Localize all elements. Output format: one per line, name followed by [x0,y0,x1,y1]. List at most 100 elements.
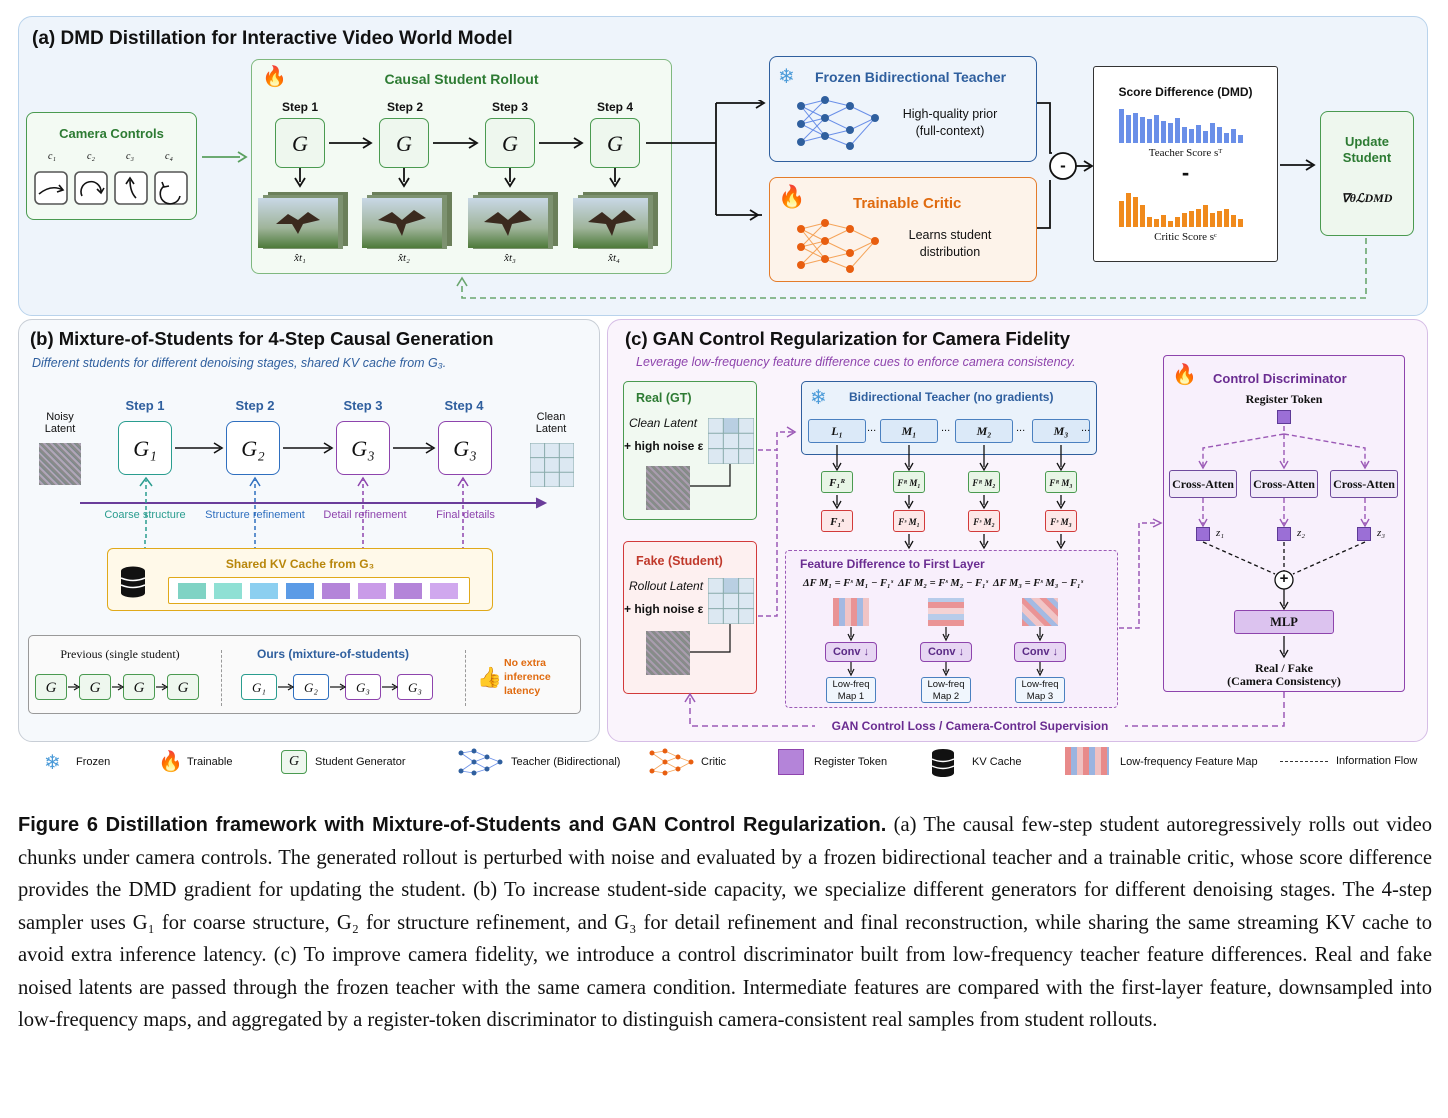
clean-latent-label: Clean Latent [535,411,567,435]
feat-fake-4: Fˢ M₃ [1045,510,1077,532]
critic-score-bar [1126,193,1131,227]
legend-student: Student Generator [315,756,406,768]
divider-1 [221,650,222,706]
critic-score-bar [1238,219,1243,227]
ellipsis-3: ... [1016,422,1026,434]
score-bars [1119,109,1243,227]
b-step-2: Step 2 [235,398,275,413]
caption-text: (a) The causal few-step student autoregr… [18,814,1433,1031]
legend-frozen: Frozen [76,756,111,768]
fire-icon-disc: 🔥 [1172,364,1197,386]
rollout-step-4: Step 4 [596,100,633,114]
fake-line-1: Rollout Latent [629,579,704,593]
rollout-step-2: Step 2 [386,100,423,114]
z2-label: z₂ [1297,527,1306,539]
real-line-2: + high noise ε [624,439,704,453]
legend-trainable: Trainable [187,756,233,768]
noisy-latent-label: Noisy Latent [44,411,76,435]
teacher-score-bar [1175,118,1180,143]
teacher-score-bar [1210,123,1215,143]
stage-label-3: Detail refinement [323,509,407,521]
snowflake-icon-c: ❄ [810,387,827,409]
teacher-score-bar [1140,117,1145,143]
caption-label: Figure 6 Distillation framework with Mix… [18,814,887,836]
teacher-score-bar [1154,115,1159,143]
real-line-1: Clean Latent [629,416,698,430]
kv-block-1 [178,583,206,599]
frame-stack-4 [573,192,658,249]
kv-block-6 [358,583,386,599]
critic-score-bar [1175,217,1180,227]
fake-title: Fake (Student) [636,554,723,568]
critic-network-icon [797,219,879,273]
layer-l1: L₁ [808,419,866,443]
cross-atten-2: Cross-Atten [1250,470,1318,498]
legend-flow: Information Flow [1336,755,1418,767]
teacher-desc-1: High-quality prior [902,107,998,121]
teacher-score-bar [1119,109,1124,143]
compare-arrows [68,683,399,691]
rollout-arrows [294,137,621,188]
feat-fake-3: Fˢ M₂ [968,510,1000,532]
critic-score-label: Critic Score sᶜ [1154,231,1217,243]
diff-map-2 [928,598,964,626]
fake-noise-image [646,631,690,675]
legend-kv: KV Cache [972,756,1022,768]
real-title: Real (GT) [636,391,692,405]
fire-icon: 🔥 [262,66,287,88]
frame-stack-1 [258,192,348,249]
teacher-score-bar [1126,115,1131,143]
camera-control-icons [34,171,188,205]
kv-cache-title: Shared KV Cache from G₃ [225,557,375,571]
feat-fake-2: Fˢ M₁ [893,510,925,532]
diff-to-disc-arrow [1119,518,1163,629]
thumbs-up-icon: 👍 [477,667,502,689]
teacher-score-bar [1133,113,1138,143]
no-latency-3: latency [504,685,541,697]
teacher-score-bar [1238,135,1243,143]
critic-score-bar [1196,209,1201,227]
stage-label-2: Structure refinement [205,509,305,521]
ours-node-3: G₃ [345,674,381,700]
ours-label: Ours (mixture-of-students) [256,647,409,661]
teacher-desc-2: (full-context) [915,124,985,138]
ours-node-1: G₁ [241,674,277,700]
arrow-controls-to-rollout [202,151,248,163]
control-label-3: c₃ [126,151,134,162]
real-latent-grid [708,418,754,464]
cross-atten-1: Cross-Atten [1169,470,1237,498]
rollout-output-2: x̂t₂ [398,252,410,264]
layer-m2: M₂ [955,419,1013,443]
lowfreq-map-2: Low-freq Map 2 [921,677,971,703]
rollout-generator-3: G [485,118,535,168]
diff-map-1 [833,598,869,626]
critic-score-bar [1203,205,1208,227]
fake-latent-grid [708,578,754,624]
kv-block-8 [430,583,458,599]
critic-score-bar [1154,219,1159,227]
legend-frozen-icon: ❄ [44,752,61,774]
token-z1 [1196,527,1210,541]
c-teacher-title: Bidirectional Teacher (no gradients) [849,390,1054,404]
diff-map-3 [1022,598,1058,626]
prev-node-4: G [167,674,199,700]
update-line-2: Student [1342,150,1392,165]
teacher-network-icon [797,96,879,150]
critic-box [769,177,1037,282]
token-z2 [1277,527,1291,541]
panel-a-connectors [646,100,1316,229]
ellipsis-1: ... [867,422,877,434]
rollout-output-3: x̂t₃ [504,252,516,264]
critic-score-bar [1133,197,1138,227]
disc-output-2: (Camera Consistency) [1227,674,1341,688]
legend-lowfreq-icon [1065,747,1109,775]
critic-score-bar [1189,211,1194,227]
teacher-score-bar [1196,125,1201,143]
legend-teacher: Teacher (Bidirectional) [511,756,621,768]
legend-register-icon [778,749,804,775]
diff-formula-2: ΔF M₂ = Fˢ M₂ − F₁ˢ [898,578,989,589]
frame-stack-3 [468,192,558,249]
prev-node-1: G [35,674,67,700]
legend-trainable-icon: 🔥 [158,751,183,773]
update-student-box [1320,111,1414,236]
